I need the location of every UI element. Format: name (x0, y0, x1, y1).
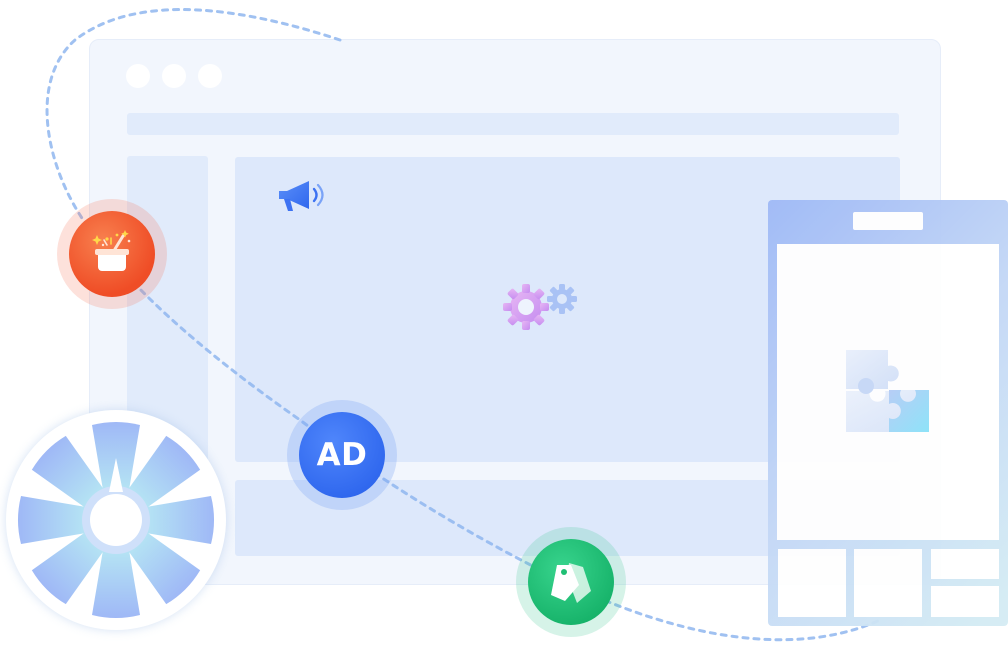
window-control-dot (126, 64, 150, 88)
prize-wheel-icon (18, 422, 214, 618)
window-control-dot (162, 64, 186, 88)
puzzle-icon (846, 350, 929, 432)
address-bar-placeholder (127, 113, 899, 135)
price-tags-icon (551, 563, 591, 603)
ad-badge: AD (299, 412, 385, 498)
gift-box-icon (92, 230, 131, 271)
phone-tile (931, 586, 999, 617)
phone-tile (778, 549, 846, 617)
prize-wheel (6, 410, 226, 630)
window-control-dot (198, 64, 222, 88)
tags-badge (528, 539, 614, 625)
gears-icon (503, 284, 577, 330)
ad-badge-label: AD (316, 437, 368, 473)
phone-speaker (853, 212, 923, 230)
megaphone-icon (279, 181, 324, 211)
phone-tile (854, 549, 922, 617)
phone-tile (931, 549, 999, 579)
gift-badge (69, 211, 155, 297)
